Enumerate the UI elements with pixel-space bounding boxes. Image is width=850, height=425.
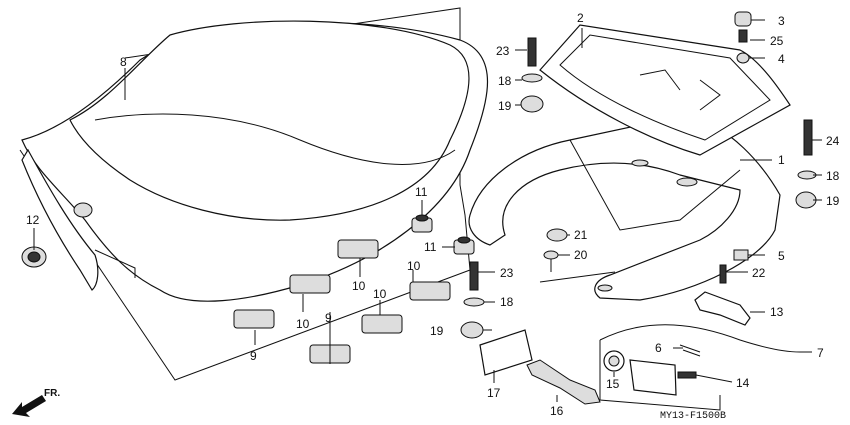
callout-16: 16 [550,404,564,418]
callout-19a: 19 [498,99,512,113]
hardware-left-upper [520,37,544,113]
callout-9b: 9 [325,311,332,325]
seat-lock [603,344,701,396]
callout-17: 17 [487,386,501,400]
grab-rail [468,119,781,301]
callout-7: 7 [817,346,824,360]
callout-10d: 10 [407,259,421,273]
callout-10a: 10 [296,317,310,331]
seat-lock-cable [599,324,801,353]
front-direction-arrow: FR. [12,388,60,417]
callout-6: 6 [655,341,662,355]
callout-12: 12 [26,213,40,227]
seat [21,20,489,302]
callout-18c: 18 [500,295,514,309]
diagram-code: MY13-F1500B [660,411,726,422]
callout-19b: 19 [826,194,840,208]
bolt-22 [719,264,727,284]
callout-11a: 11 [415,185,428,199]
callout-4: 4 [778,52,785,66]
front-direction-label: FR. [44,388,60,399]
leader-lines [33,19,822,402]
callout-5: 5 [778,249,785,263]
callout-10b: 10 [352,279,366,293]
leader-20 [539,271,616,283]
callout-22: 22 [752,266,766,280]
luggage-carrier [539,24,791,156]
collar-lower [453,236,475,255]
clip-5 [733,249,749,261]
callout-15: 15 [606,377,620,391]
callout-11b: 11 [424,240,437,254]
seat-latch [694,291,751,326]
callout-24: 24 [826,134,840,148]
rubber-blocks [233,239,451,364]
hardware-right-upper [734,11,752,64]
callout-18a: 18 [498,74,512,88]
callout-18b: 18 [826,169,840,183]
strap [526,359,601,405]
callout-9a: 9 [250,349,257,363]
hardware-right-side [795,119,817,209]
collar-upper [411,214,433,233]
callout-23b: 23 [500,266,514,280]
callout-1: 1 [778,153,785,167]
seat-group-boundary [19,7,471,381]
callout-23a: 23 [496,44,510,58]
hardware-left-lower [460,261,485,339]
callout-10c: 10 [373,287,387,301]
callout-8: 8 [120,55,127,69]
document-holder [479,329,533,376]
hardware-center [543,228,568,272]
callout-2: 2 [577,11,584,25]
callout-13: 13 [770,305,784,319]
callout-21: 21 [574,228,588,242]
callout-25: 25 [770,34,784,48]
callout-19c: 19 [430,324,444,338]
callout-labels: 1 2 3 4 5 6 7 8 9 9 10 10 10 10 11 11 12… [26,11,840,418]
callout-3: 3 [778,14,785,28]
lock-group-bracket [599,340,721,411]
callout-20: 20 [574,248,588,262]
callout-14: 14 [736,376,750,390]
